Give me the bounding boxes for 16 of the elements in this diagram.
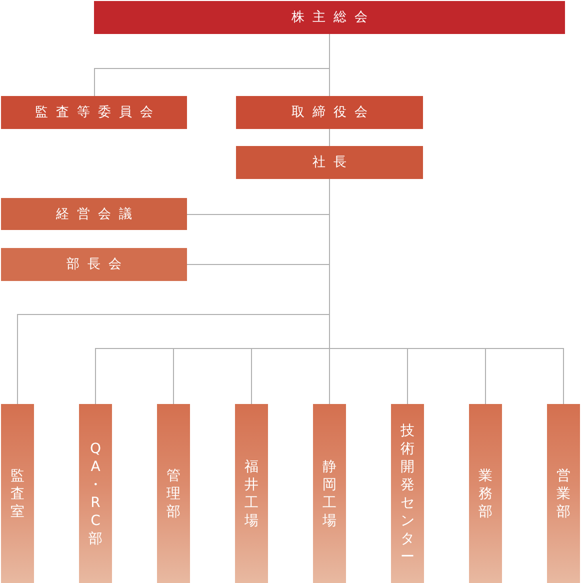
department-box: 福井工場	[235, 404, 268, 583]
department-box: 営業部	[547, 404, 580, 583]
department-box: 静岡工場	[313, 404, 346, 583]
org-box: 部長会	[1, 248, 187, 281]
department-box: 監査室	[1, 404, 34, 583]
connector-line	[329, 128, 330, 146]
org-box: 経営会議	[1, 198, 187, 230]
org-box: 監査等委員会	[1, 96, 187, 129]
org-box: 株主総会	[94, 1, 565, 34]
department-box: 業務部	[469, 404, 502, 583]
connector-line	[329, 34, 330, 96]
org-box: 取締役会	[236, 96, 423, 129]
org-box: 社長	[236, 146, 423, 179]
department-box: 技術開発センター	[391, 404, 424, 583]
department-box: 管理部	[157, 404, 190, 583]
department-box: QA・RC部	[79, 404, 112, 583]
